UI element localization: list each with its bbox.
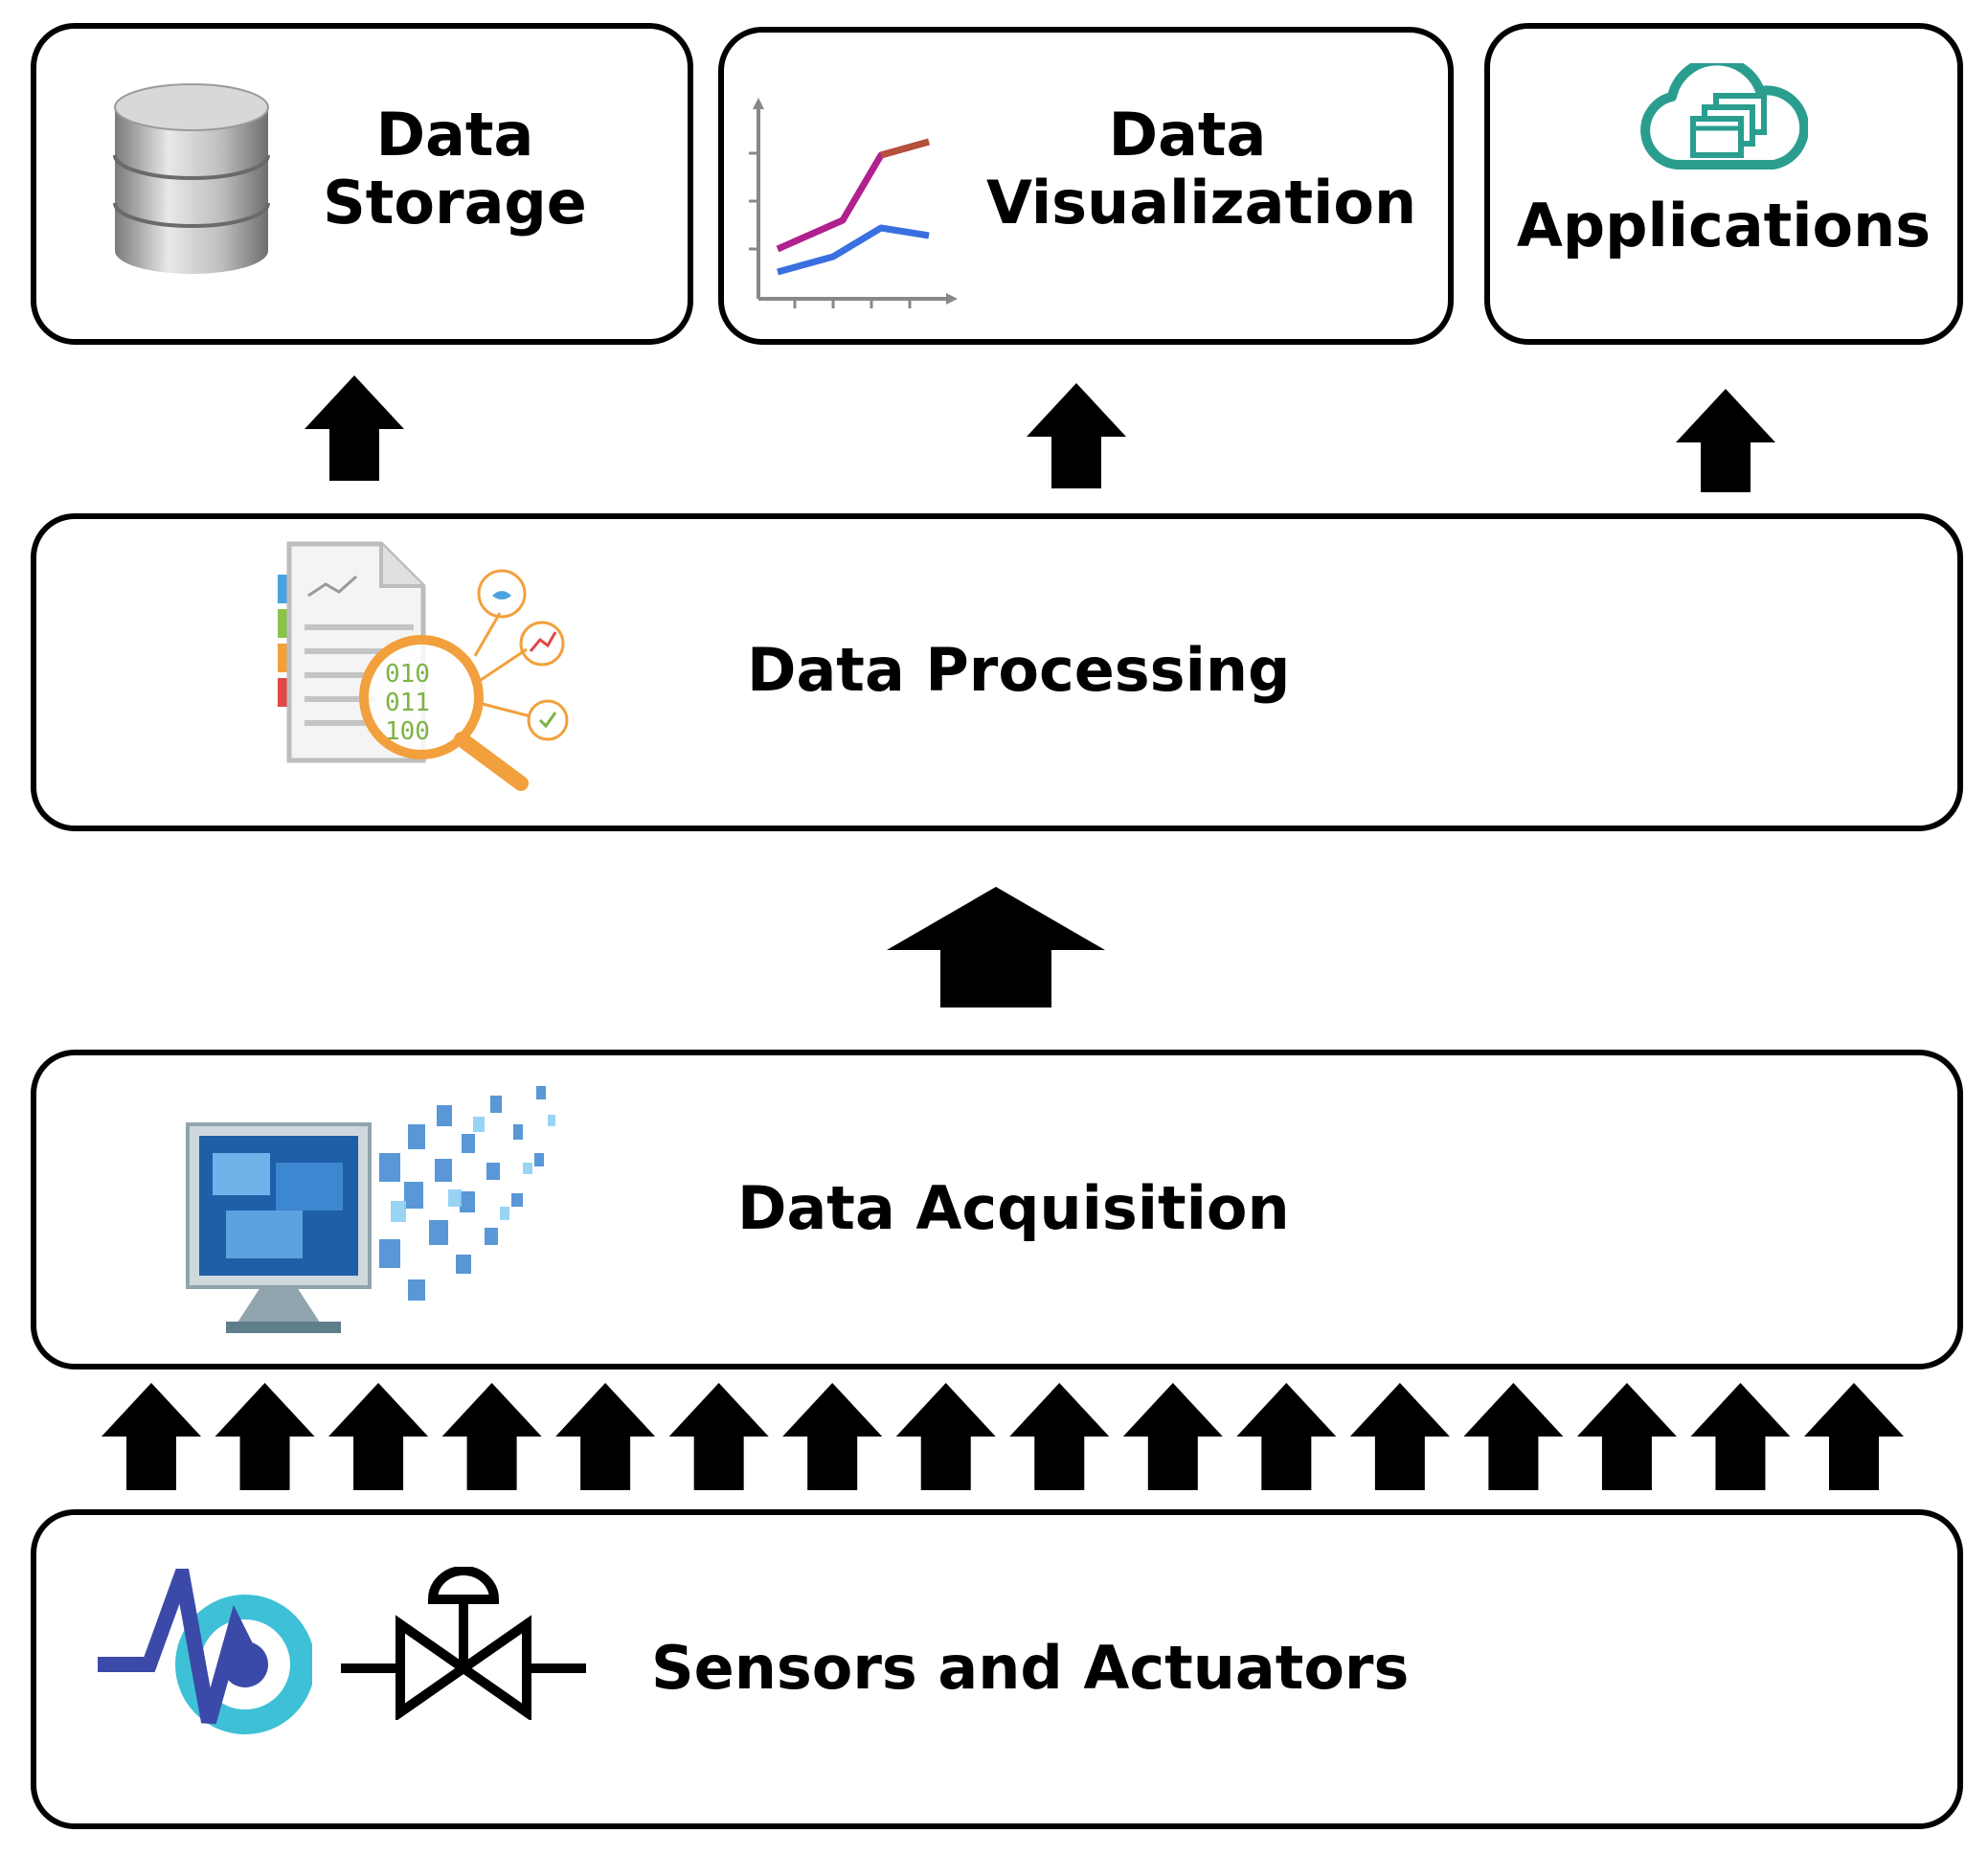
sensor-arrow (782, 1383, 883, 1490)
valve-icon (341, 1567, 586, 1720)
sensor-arrow (1122, 1383, 1223, 1490)
sensor-arrow (102, 1383, 201, 1490)
sensor-arrow (668, 1383, 769, 1490)
arrow-to-visualization (1027, 383, 1126, 488)
sensor-arrow (555, 1383, 656, 1490)
arrow-to-applications (1676, 389, 1775, 492)
document-magnifier-icon: 010 011 100 (278, 541, 569, 791)
sensor-arrow (895, 1383, 996, 1490)
sensor-arrow (215, 1383, 315, 1490)
sensor-arrow (1009, 1383, 1110, 1490)
applications-label: Applications (1503, 192, 1944, 260)
arrow-to-processing (887, 887, 1105, 1007)
sensor-arrow (1576, 1383, 1677, 1490)
data-visualization-line2: Visualization (986, 168, 1417, 238)
sensor-arrow (1463, 1383, 1564, 1490)
svg-text:011: 011 (385, 689, 430, 717)
database-icon (113, 83, 270, 274)
data-storage-line1: Data (375, 100, 534, 170)
sensor-arrow (1236, 1383, 1337, 1490)
data-visualization-box (718, 27, 1454, 345)
applications-box (1484, 23, 1963, 345)
sensors-actuators-label: Sensors and Actuators (651, 1633, 1410, 1703)
data-acquisition-text: Data Acquisition (737, 1173, 1290, 1243)
svg-text:010: 010 (385, 660, 430, 689)
sensors-actuators-text: Sensors and Actuators (651, 1633, 1410, 1703)
data-processing-text: Data Processing (747, 635, 1291, 705)
sensor-arrow (441, 1383, 542, 1490)
data-visualization-label: Data Visualization (986, 100, 1417, 238)
sensor-arrows-row (102, 1383, 1904, 1490)
data-visualization-line1: Data (1108, 100, 1267, 170)
sensor-icon (98, 1569, 312, 1734)
sensor-arrow (1804, 1383, 1904, 1490)
applications-text: Applications (1516, 191, 1932, 260)
data-storage-line2: Storage (323, 168, 587, 238)
arrow-to-storage (305, 375, 404, 481)
sensor-arrow (328, 1383, 429, 1490)
data-storage-label: Data Storage (316, 101, 594, 238)
cloud-apps-icon (1640, 63, 1808, 170)
data-acquisition-label: Data Acquisition (737, 1173, 1290, 1243)
line-chart-icon (749, 98, 958, 308)
svg-text:100: 100 (385, 717, 430, 746)
sensor-arrow (1690, 1383, 1791, 1490)
data-processing-label: Data Processing (747, 635, 1291, 705)
sensor-arrow (1349, 1383, 1450, 1490)
monitor-data-icon (186, 1086, 555, 1333)
